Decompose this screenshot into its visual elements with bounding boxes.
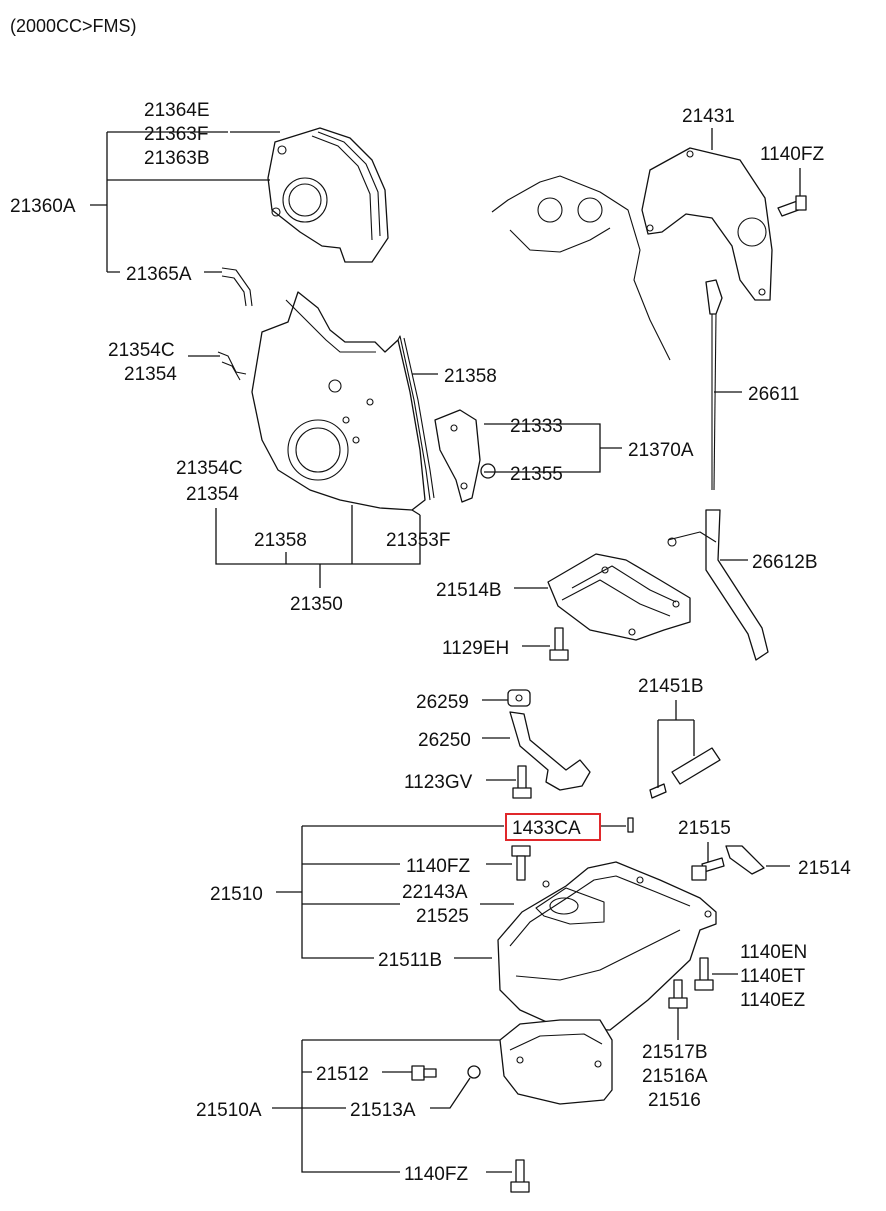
label-21513A[interactable]: 21513A xyxy=(350,1100,416,1121)
label-1140ET[interactable]: 1140ET xyxy=(740,966,806,987)
label-21358-upper[interactable]: 21358 xyxy=(444,366,497,387)
oring-21355-drawing xyxy=(480,463,496,479)
bolt-1140FZ-c-drawing xyxy=(510,1159,530,1193)
label-21350[interactable]: 21350 xyxy=(290,594,343,615)
bracket-21514-drawing xyxy=(725,845,765,875)
label-1129EH[interactable]: 1129EH xyxy=(442,638,509,659)
label-21514[interactable]: 21514 xyxy=(798,858,851,879)
label-21525[interactable]: 21525 xyxy=(416,906,469,927)
oil-pan-upper-21510-drawing xyxy=(497,861,717,1031)
label-1140FZ-middle[interactable]: 1140FZ xyxy=(406,856,470,877)
label-1433CA[interactable]: 1433CA xyxy=(512,818,581,839)
leader-lines xyxy=(90,128,801,1173)
label-26259[interactable]: 26259 xyxy=(416,692,469,713)
label-26250[interactable]: 26250 xyxy=(418,730,471,751)
label-21363B[interactable]: 21363B xyxy=(144,148,210,169)
gasket-21365A-drawing xyxy=(221,267,253,307)
label-1140FZ-lower[interactable]: 1140FZ xyxy=(404,1164,468,1185)
seal-21333-drawing xyxy=(434,409,481,503)
label-21510A[interactable]: 21510A xyxy=(196,1100,262,1121)
label-22143A[interactable]: 22143A xyxy=(402,882,468,903)
label-21358-lower[interactable]: 21358 xyxy=(254,530,307,551)
label-21512[interactable]: 21512 xyxy=(316,1064,369,1085)
label-21516A[interactable]: 21516A xyxy=(642,1066,708,1087)
label-21354C-lower[interactable]: 21354C xyxy=(176,458,243,479)
label-21354-lower[interactable]: 21354 xyxy=(186,484,239,505)
bolt-1140FZ-a-drawing xyxy=(777,195,807,217)
label-21451B[interactable]: 21451B xyxy=(638,676,704,697)
label-1140FZ-upper[interactable]: 1140FZ xyxy=(760,144,824,165)
bolt-21354C-drawing xyxy=(217,351,247,381)
label-21516[interactable]: 21516 xyxy=(648,1090,701,1111)
label-21355[interactable]: 21355 xyxy=(510,464,563,485)
label-21510[interactable]: 21510 xyxy=(210,884,263,905)
washer-21513A-drawing xyxy=(467,1065,481,1079)
label-1140EZ[interactable]: 1140EZ xyxy=(740,990,806,1011)
timing-cover-lower-drawing xyxy=(251,291,435,511)
label-21431[interactable]: 21431 xyxy=(682,106,735,127)
label-21511B[interactable]: 21511B xyxy=(378,950,442,971)
oil-screen-26250-drawing xyxy=(509,711,591,791)
label-21354C-upper[interactable]: 21354C xyxy=(108,340,175,361)
label-1123GV[interactable]: 1123GV xyxy=(404,772,473,793)
label-21365A[interactable]: 21365A xyxy=(126,264,192,285)
gasket-26259-drawing xyxy=(507,689,531,707)
sealant-tube-21451B-drawing xyxy=(649,747,721,799)
label-21514B[interactable]: 21514B xyxy=(436,580,502,601)
label-21363F[interactable]: 21363F xyxy=(144,124,208,145)
label-21364E[interactable]: 21364E xyxy=(144,100,210,121)
label-21354-upper[interactable]: 21354 xyxy=(124,364,177,385)
baffle-21514B-drawing xyxy=(547,553,691,641)
engine-block-outline-drawing xyxy=(491,175,671,361)
label-21515[interactable]: 21515 xyxy=(678,818,731,839)
label-21370A[interactable]: 21370A xyxy=(628,440,694,461)
label-21333[interactable]: 21333 xyxy=(510,416,563,437)
plug-1433CA-drawing xyxy=(627,817,634,833)
bolt-21515-drawing xyxy=(691,857,725,881)
diagram-header: (2000CC>FMS) xyxy=(10,16,137,36)
bolt-1140EN-drawing xyxy=(694,957,714,991)
rear-plate-21431-drawing xyxy=(641,147,773,301)
label-26611[interactable]: 26611 xyxy=(748,384,799,405)
label-1140EN[interactable]: 1140EN xyxy=(740,942,807,963)
oil-pan-lower-21510A-drawing xyxy=(499,1019,613,1105)
timing-cover-upper-drawing xyxy=(267,127,389,263)
dipstick-26611-drawing xyxy=(705,279,723,491)
highlight-box-1433CA[interactable] xyxy=(505,813,601,841)
drain-plug-21512-drawing xyxy=(411,1065,437,1081)
label-21517B[interactable]: 21517B xyxy=(642,1042,708,1063)
label-26612B[interactable]: 26612B xyxy=(752,552,818,573)
label-21360A[interactable]: 21360A xyxy=(10,196,76,217)
label-21353F[interactable]: 21353F xyxy=(386,530,450,551)
bolt-1140FZ-b-drawing xyxy=(511,845,531,881)
bolt-1129EH-drawing xyxy=(549,627,569,661)
bolt-1123GV-drawing xyxy=(512,765,532,799)
bolt-21517B-drawing xyxy=(668,979,688,1009)
dipstick-guide-26612B-drawing xyxy=(667,509,769,661)
